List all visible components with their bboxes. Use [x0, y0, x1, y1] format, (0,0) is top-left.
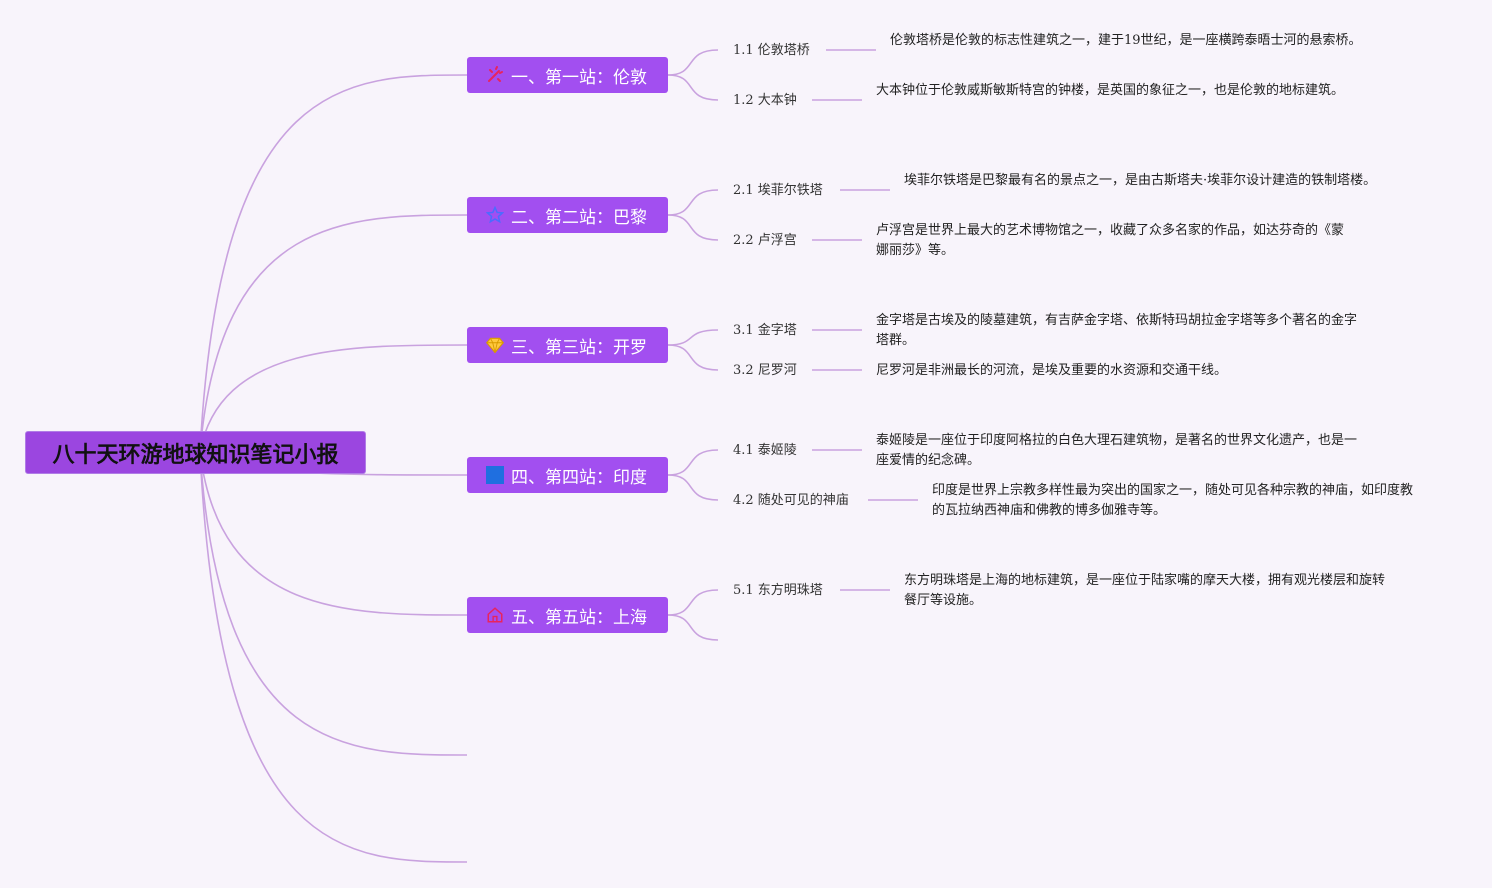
root-branch-connector	[199, 451, 468, 616]
leaf-node-big-ben[interactable]: 1.2 大本钟	[733, 93, 797, 108]
leaf-node-eiffel-tower[interactable]: 2.1 埃菲尔铁塔	[733, 183, 823, 198]
branch-leaf-connector	[667, 329, 719, 346]
house-icon	[485, 605, 505, 625]
star-icon	[485, 205, 505, 225]
branch-node-cairo[interactable]: 三、第三站：开罗	[467, 327, 668, 363]
leaf-node-pyramids[interactable]: 3.1 金字塔	[733, 323, 797, 338]
branch-node-paris[interactable]: 二、第二站：巴黎	[467, 197, 668, 233]
leaf-node-nile[interactable]: 3.2 尼罗河	[733, 363, 797, 378]
leaf-node-louvre[interactable]: 2.2 卢浮宫	[733, 233, 797, 248]
branch-leaf-connector	[667, 189, 719, 216]
branch-leaf-connector	[667, 614, 719, 641]
root-branch-connector	[199, 344, 468, 453]
root-branch-connector	[199, 451, 468, 863]
branch-label: 一、第一站：伦敦	[511, 67, 647, 88]
branch-leaf-connector	[667, 589, 719, 616]
desc-temples: 印度是世界上宗教多样性最为突出的国家之一，随处可见各种宗教的神庙，如印度教的瓦拉…	[932, 483, 1414, 518]
leaf-node-oriental-pearl[interactable]: 5.1 东方明珠塔	[733, 583, 823, 598]
root-branch-connector	[199, 214, 468, 453]
branch-leaf-connector	[667, 344, 719, 371]
desc-tower-bridge: 伦敦塔桥是伦敦的标志性建筑之一，建于19世纪，是一座横跨泰晤士河的悬索桥。	[890, 33, 1362, 48]
root-branch-connector	[199, 451, 468, 756]
branch-leaf-connector	[667, 449, 719, 476]
desc-eiffel-tower: 埃菲尔铁塔是巴黎最有名的景点之一，是由古斯塔夫·埃菲尔设计建造的铁制塔楼。	[904, 173, 1377, 188]
branch-label: 二、第二站：巴黎	[511, 207, 647, 228]
leaf-node-taj-mahal[interactable]: 4.1 泰姬陵	[733, 443, 797, 458]
branch-leaf-connector	[667, 474, 719, 501]
branch-label: 三、第三站：开罗	[511, 337, 647, 358]
branch-leaf-connector	[667, 214, 719, 241]
leaf-node-temples[interactable]: 4.2 随处可见的神庙	[733, 493, 849, 508]
blue-square-icon	[485, 465, 505, 485]
branch-label: 五、第五站：上海	[511, 607, 647, 628]
branch-node-india[interactable]: 四、第四站：印度	[467, 457, 668, 493]
fireworks-icon	[485, 65, 505, 85]
branch-node-shanghai[interactable]: 五、第五站：上海	[467, 597, 668, 633]
desc-big-ben: 大本钟位于伦敦威斯敏斯特宫的钟楼，是英国的象征之一，也是伦敦的地标建筑。	[876, 83, 1345, 98]
branch-leaf-connector	[667, 49, 719, 76]
desc-pyramids: 金字塔是古埃及的陵墓建筑，有吉萨金字塔、依斯特玛胡拉金字塔等多个著名的金字塔群。	[876, 313, 1358, 348]
desc-nile: 尼罗河是非洲最长的河流，是埃及重要的水资源和交通干线。	[876, 363, 1228, 378]
desc-taj-mahal: 泰姬陵是一座位于印度阿格拉的白色大理石建筑物，是著名的世界文化遗产，也是一座爱情…	[876, 433, 1358, 468]
branch-leaf-connector	[667, 74, 719, 101]
branch-label: 四、第四站：印度	[511, 467, 647, 488]
leaf-node-tower-bridge[interactable]: 1.1 伦敦塔桥	[733, 43, 810, 58]
diamond-icon	[485, 335, 505, 355]
desc-oriental-pearl: 东方明珠塔是上海的地标建筑，是一座位于陆家嘴的摩天大楼，拥有观光楼层和旋转餐厅等…	[904, 573, 1386, 608]
branch-node-london[interactable]: 一、第一站：伦敦	[467, 57, 668, 93]
desc-louvre: 卢浮宫是世界上最大的艺术博物馆之一，收藏了众多名家的作品，如达芬奇的《蒙娜丽莎》…	[876, 223, 1345, 258]
root-branch-connector	[199, 74, 468, 453]
root-node[interactable]: 八十天环游地球知识笔记小报	[25, 431, 366, 474]
